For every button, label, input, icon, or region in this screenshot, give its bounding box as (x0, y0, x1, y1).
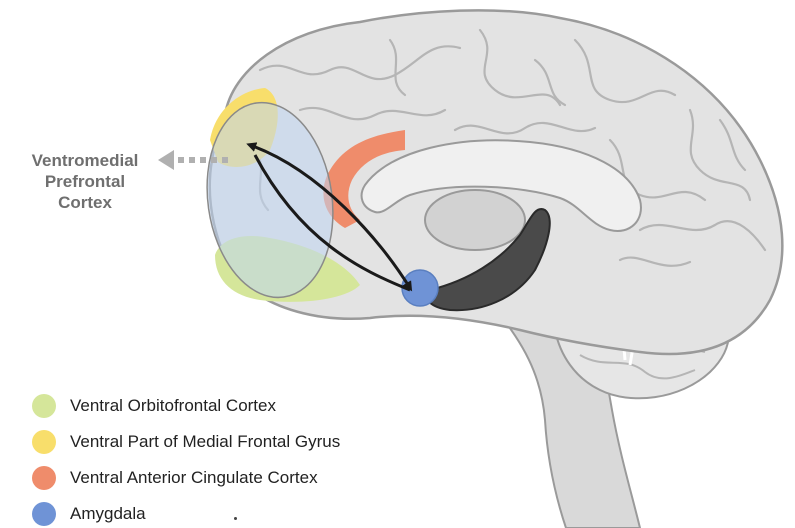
legend-swatch (32, 430, 56, 454)
legend-swatch (32, 466, 56, 490)
vmpfc-label: Ventromedial Prefrontal Cortex (20, 150, 150, 213)
legend-label: Amygdala (70, 504, 146, 524)
thalamus (425, 190, 525, 250)
legend-swatch (32, 394, 56, 418)
vmpfc-label-line-3: Cortex (20, 192, 150, 213)
legend-label: Ventral Anterior Cingulate Cortex (70, 468, 318, 488)
legend-label: Ventral Part of Medial Frontal Gyrus (70, 432, 340, 452)
stray-dot (234, 517, 237, 520)
vmpfc-label-line-1: Ventromedial (20, 150, 150, 171)
vmpfc-label-line-2: Prefrontal (20, 171, 150, 192)
legend-swatch (32, 502, 56, 526)
legend-label: Ventral Orbitofrontal Cortex (70, 396, 276, 416)
